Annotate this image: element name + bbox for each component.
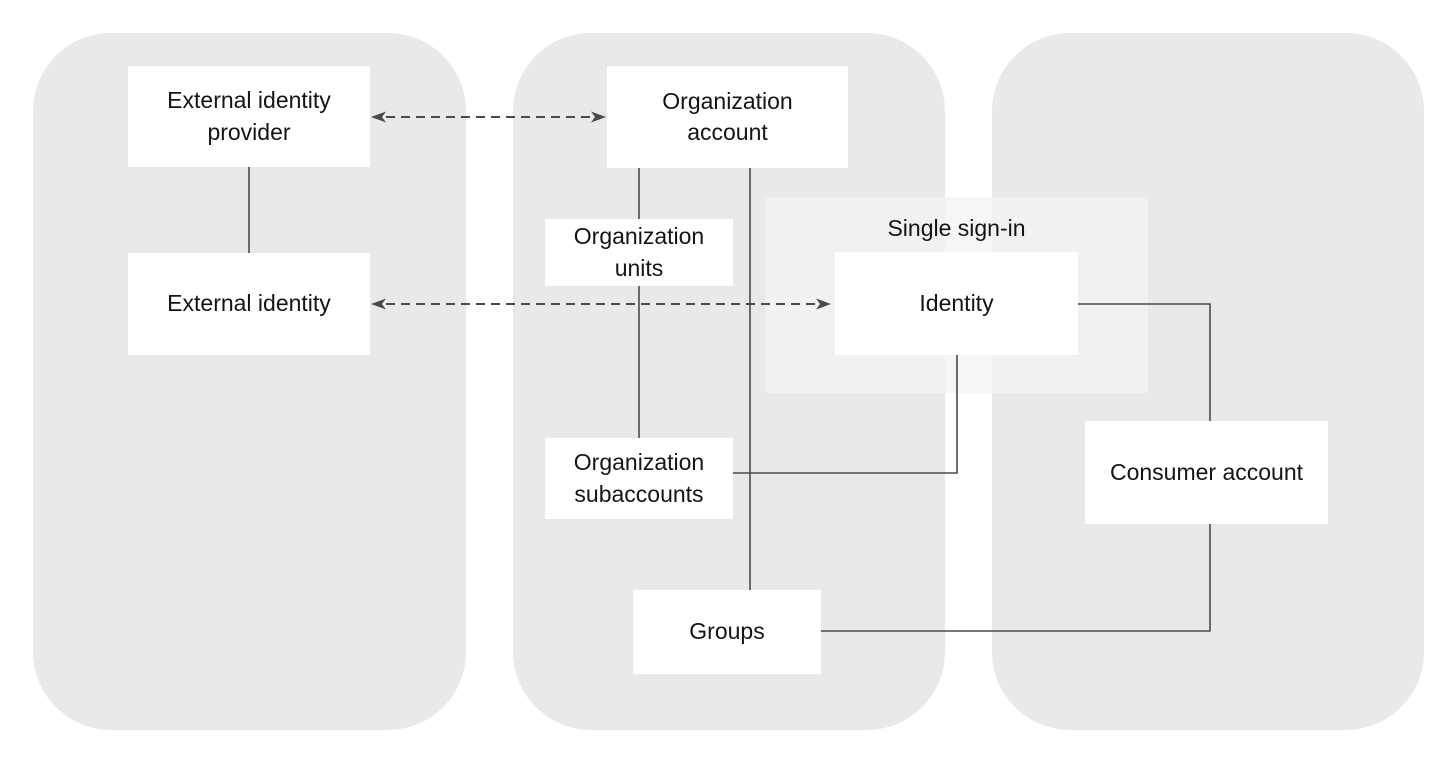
node-organization-units: Organization units	[545, 219, 733, 286]
arrowhead-right-identity	[816, 298, 831, 310]
node-external-identity-provider: External identity provider	[128, 66, 370, 167]
node-organization-subaccounts: Organization subaccounts	[545, 438, 733, 519]
node-identity: Identity	[835, 252, 1078, 355]
edge-subaccounts-to-identity	[733, 355, 958, 474]
group-single-sign-in-label: Single sign-in	[887, 215, 1026, 241]
arrowhead-left-external-identity	[371, 298, 386, 310]
edge-identity-to-consumer	[1078, 303, 1211, 421]
node-organization-account: Organization account	[607, 66, 848, 168]
node-external-identity: External identity	[128, 253, 370, 355]
arrowhead-left-provider	[371, 111, 386, 123]
arrowhead-right-account	[591, 111, 606, 123]
group-single-sign-in: Single sign-in	[765, 197, 1148, 393]
node-groups: Groups	[633, 590, 821, 674]
node-consumer-account: Consumer account	[1085, 421, 1328, 524]
